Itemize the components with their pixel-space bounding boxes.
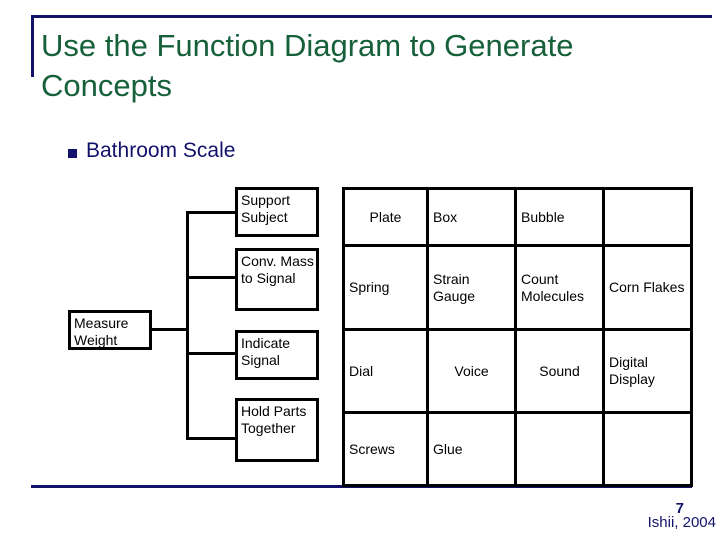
- table-cell: Digital Display: [602, 328, 693, 414]
- connector-branch-0: [186, 211, 238, 214]
- connector-root-stub: [152, 328, 189, 331]
- bullet-item: Bathroom Scale: [68, 139, 235, 163]
- connector-branch-3: [186, 437, 238, 440]
- table-row: Spring Strain Gauge Count Molecules Corn…: [342, 244, 693, 331]
- page-number: 7: [675, 500, 684, 517]
- table-cell: Strain Gauge: [426, 244, 517, 331]
- table-cell: [602, 411, 693, 487]
- page-title: Use the Function Diagram to Generate Con…: [41, 28, 574, 103]
- table-cell: Plate: [342, 187, 429, 247]
- square-bullet-icon: [68, 148, 77, 158]
- function-box-support-subject: Support Subject: [235, 187, 319, 237]
- concept-table-body: Plate Box Bubble Spring Strain Gauge Cou…: [342, 187, 693, 487]
- table-cell: Bubble: [514, 187, 605, 247]
- function-box-hold-parts-together: Hold Parts Together: [235, 398, 319, 462]
- footer-rule: [31, 485, 692, 488]
- connector-branch-2: [186, 352, 238, 355]
- table-cell: Screws: [342, 411, 429, 487]
- header-top-rule: [31, 15, 712, 18]
- table-cell: Count Molecules: [514, 244, 605, 331]
- table-cell: Sound: [514, 328, 605, 414]
- table-row: Plate Box Bubble: [342, 187, 693, 247]
- table-cell: Voice: [426, 328, 517, 414]
- table-row: Screws Glue: [342, 411, 693, 487]
- credit-line: Ishii, 2004: [647, 514, 716, 531]
- bullet-item-label: Bathroom Scale: [86, 139, 236, 162]
- table-row: Dial Voice Sound Digital Display: [342, 328, 693, 414]
- concept-table: Plate Box Bubble Spring Strain Gauge Cou…: [342, 187, 693, 487]
- table-cell: Box: [426, 187, 517, 247]
- table-cell: Glue: [426, 411, 517, 487]
- connector-branch-1: [186, 276, 238, 279]
- table-cell: [602, 187, 693, 247]
- header-left-rule: [31, 15, 34, 77]
- table-cell: Spring: [342, 244, 429, 331]
- function-box-root: Measure Weight: [68, 310, 152, 350]
- connector-vertical-bus: [186, 211, 189, 440]
- function-box-indicate-signal: Indicate Signal: [235, 330, 319, 380]
- table-cell: [514, 411, 605, 487]
- table-cell: Corn Flakes: [602, 244, 693, 331]
- table-cell: Dial: [342, 328, 429, 414]
- function-box-convert-mass: Conv. Mass to Signal: [235, 248, 319, 311]
